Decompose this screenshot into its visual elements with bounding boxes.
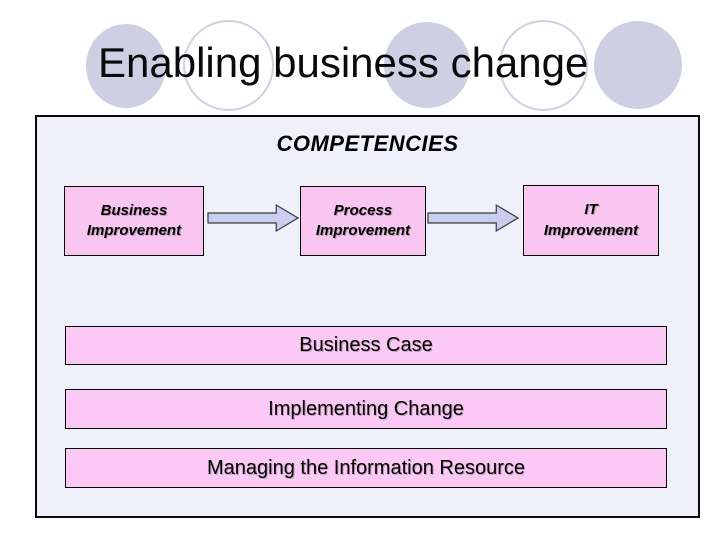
process-bar-business-case: Business Case [65,326,667,365]
decorative-circle [499,20,588,111]
competency-box-it-improvement: IT Improvement [523,185,659,256]
arrow-right-icon [207,203,299,233]
decorative-circle [384,22,470,108]
slide-title: Enabling business change [98,39,589,86]
competency-box-label: IT Improvement [543,201,639,239]
competencies-panel: COMPETENCIES Business Improvement Proces… [35,115,700,518]
competencies-heading: COMPETENCIES [276,131,459,156]
competency-box-label: Process Improvement [315,201,411,239]
competency-box-business-improvement: Business Improvement [64,186,204,256]
process-bar-implementing-change: Implementing Change [65,389,667,429]
decorative-circle [594,21,682,109]
process-bar-label: Implementing Change [268,397,464,420]
competency-box-label: Business Improvement [86,201,182,239]
process-bar-label: Managing the Information Resource [207,456,525,479]
arrow-right-icon [427,203,519,233]
decorative-circle [86,24,166,108]
process-bar-managing-information-resource: Managing the Information Resource [65,448,667,488]
process-bar-label: Business Case [299,334,433,356]
decorative-circle [183,20,274,111]
competency-box-process-improvement: Process Improvement [300,186,426,256]
